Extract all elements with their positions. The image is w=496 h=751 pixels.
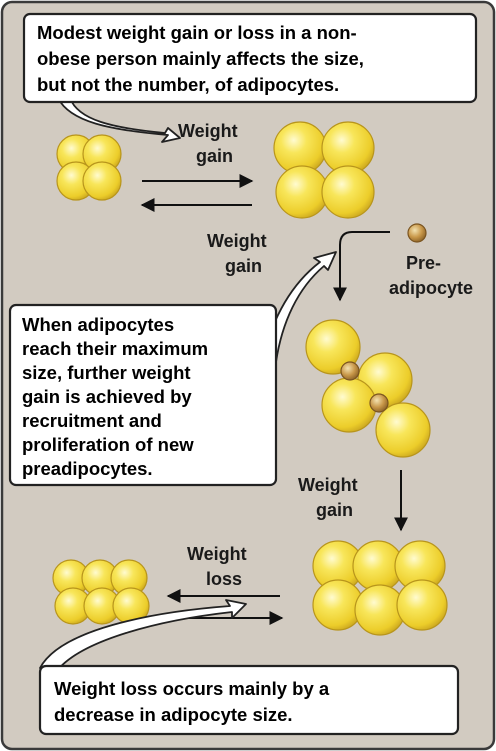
label-weight-gain-1: gain (196, 146, 233, 166)
label-weight-gain-2: Weight (207, 231, 267, 251)
callout-middle-line: gain is achieved by (22, 386, 192, 407)
adipocyte-cell (321, 377, 377, 433)
callout-middle: When adipocytes reach their maximum size… (8, 251, 337, 487)
callout-bottom-box (38, 664, 460, 736)
adipocyte-cluster-small-bottom (52, 559, 150, 625)
label-weight-loss: Weight (187, 544, 247, 564)
adipocyte-cluster-large-bottom (312, 540, 448, 636)
label-weight-loss: loss (206, 569, 242, 589)
label-preadipocyte: Pre- (406, 253, 441, 273)
adipocyte-cell (275, 165, 329, 219)
preadipocyte-cell (407, 223, 427, 243)
adipocyte-cluster-large-top (273, 121, 375, 219)
callout-middle-line: size, further weight (22, 362, 191, 383)
preadipocyte-cell (340, 361, 360, 381)
callout-top-line: obese person mainly affects the size, (37, 48, 364, 69)
callout-middle-line: When adipocytes (22, 314, 174, 335)
label-weight-gain-2: gain (225, 256, 262, 276)
callout-middle-line: proliferation of new (22, 434, 194, 455)
label-preadipocyte: adipocyte (389, 278, 473, 298)
arrow-recruitment (333, 231, 390, 302)
label-weight-gain-3: Weight (298, 475, 358, 495)
adipocyte-cluster-recruiting (305, 319, 431, 458)
callout-middle-line: preadipocytes. (22, 458, 153, 479)
callout-middle-line: recruitment and (22, 410, 162, 431)
callout-bottom-tail (39, 599, 247, 673)
adipocyte-cluster-small-top (56, 134, 122, 201)
adipocyte-cell (82, 161, 122, 201)
callout-top-box (22, 12, 478, 104)
callout-bottom-line: Weight loss occurs mainly by a (54, 678, 330, 699)
label-weight-gain-3: gain (316, 500, 353, 520)
callout-middle-line: reach their maximum (22, 338, 208, 359)
adipocyte-cell (305, 319, 361, 375)
callout-bottom-line: decrease in adipocyte size. (54, 704, 293, 725)
callout-bottom: Weight loss occurs mainly by a decrease … (38, 599, 460, 736)
label-weight-gain-1: Weight (178, 121, 238, 141)
callout-top-line: but not the number, of adipocytes. (37, 74, 339, 95)
callout-top-line: Modest weight gain or loss in a non- (37, 22, 357, 43)
callout-middle-box (8, 303, 278, 487)
adipocyte-cell (396, 579, 448, 631)
adipocyte-cell (321, 165, 375, 219)
callout-top: Modest weight gain or loss in a non- obe… (22, 12, 478, 143)
preadipocyte-cell (369, 393, 389, 413)
adipocyte-cell (375, 402, 431, 458)
